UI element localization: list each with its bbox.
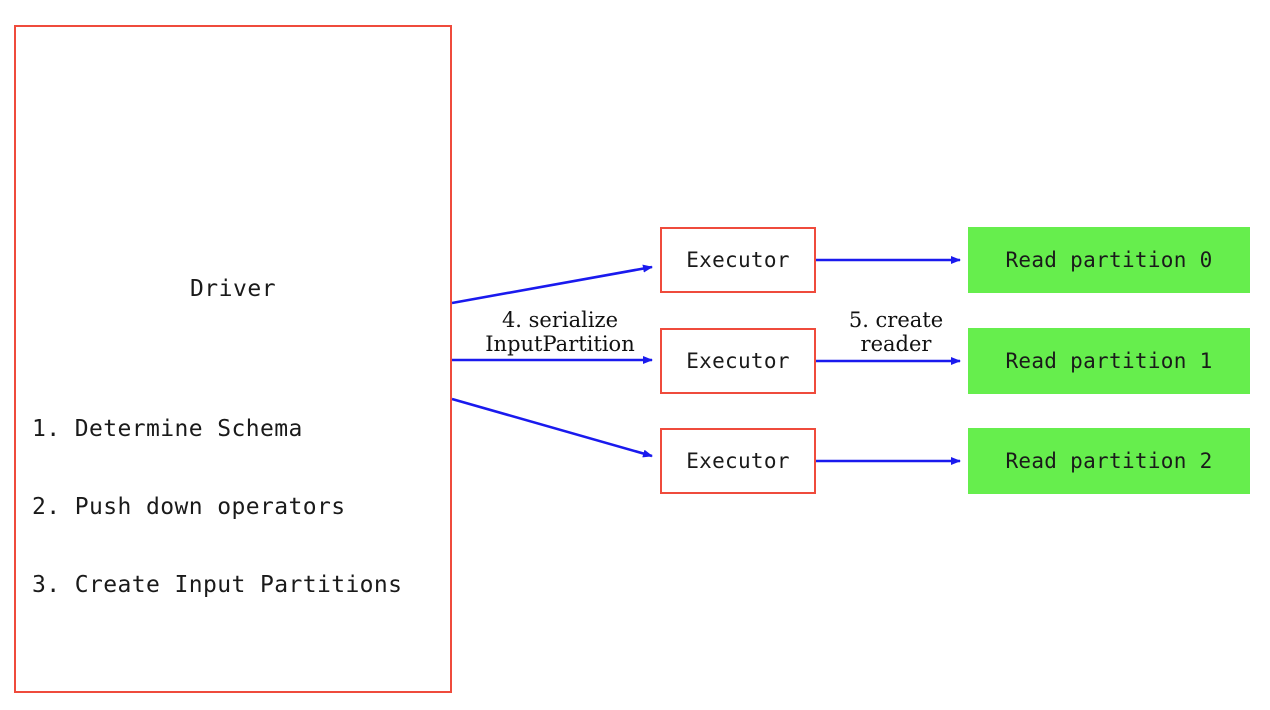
edge-label-create-reader: 5. create reader bbox=[826, 308, 966, 356]
partition-box-2: Read partition 2 bbox=[968, 428, 1250, 494]
arrow-driver-to-executor-0 bbox=[451, 264, 653, 305]
driver-box: Driver 1. Determine Schema 2. Push down … bbox=[14, 25, 452, 693]
edge-label-serialize: 4. serialize InputPartition bbox=[460, 308, 660, 356]
driver-step-3: 3. Create Input Partitions bbox=[32, 572, 403, 598]
edge-label-serialize-line-1: 4. serialize bbox=[501, 308, 619, 332]
executor-box-2: Executor bbox=[660, 428, 816, 494]
driver-steps-list: 1. Determine Schema 2. Push down operato… bbox=[32, 364, 402, 650]
executor-box-0: Executor bbox=[660, 227, 816, 293]
partition-box-0: Read partition 0 bbox=[968, 227, 1250, 293]
driver-step-1: 1. Determine Schema bbox=[32, 416, 303, 442]
edge-label-serialize-line-2: InputPartition bbox=[485, 332, 635, 356]
driver-step-2: 2. Push down operators bbox=[32, 494, 346, 520]
edge-label-create-line-2: reader bbox=[860, 332, 932, 356]
driver-title: Driver bbox=[189, 276, 277, 302]
arrow-driver-to-executor-2 bbox=[451, 397, 653, 458]
executor-box-1: Executor bbox=[660, 328, 816, 394]
edge-label-create-line-1: 5. create bbox=[848, 308, 944, 332]
partition-box-1: Read partition 1 bbox=[968, 328, 1250, 394]
